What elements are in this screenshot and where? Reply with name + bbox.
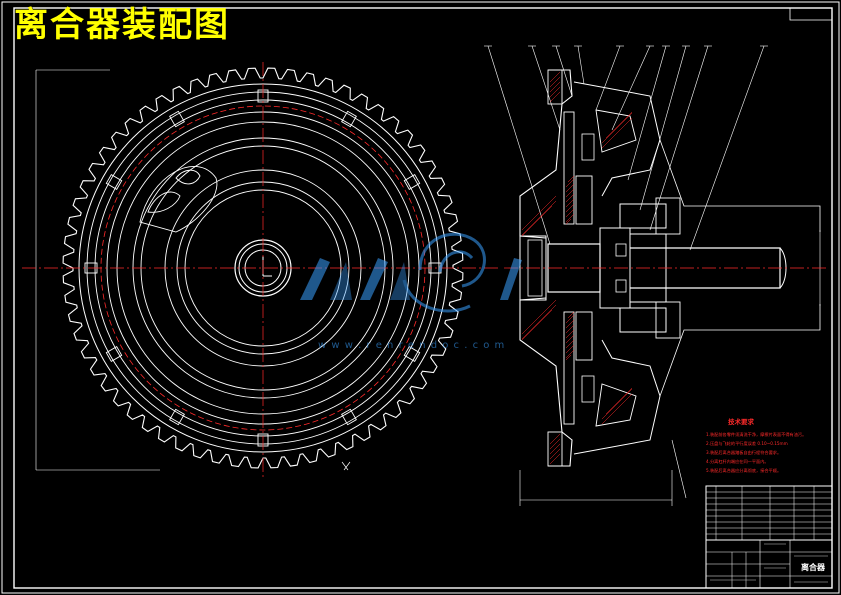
section-hatching xyxy=(521,71,633,465)
front-centerlines xyxy=(22,62,500,478)
notes-line-1: 1.装配前各零件须清洗干净，摩擦片表面不得有油污。 xyxy=(706,431,806,438)
inner-frame xyxy=(13,7,833,589)
notes-panel: 技术要求 1.装配前各零件须清洗干净，摩擦片表面不得有油污。 2.压盘与飞轮的平… xyxy=(706,417,806,474)
notes-line-3: 3.装配后离合器踏板自由行程符合要求。 xyxy=(706,449,781,456)
watermark-site: w w w . r e n r e n d o c . c o m xyxy=(318,340,505,351)
notes-heading: 技术要求 xyxy=(728,417,755,426)
watermark: w w w . r e n r e n d o c . c o m xyxy=(300,232,522,351)
front-view xyxy=(35,67,464,471)
notes-line-2: 2.压盘与飞轮的平行度误差 0.10~0.15mm xyxy=(706,440,788,447)
swirl-logo-icon xyxy=(402,232,486,313)
view-marker xyxy=(341,461,351,471)
title-block xyxy=(705,485,833,589)
section-view xyxy=(484,45,821,506)
drawing-title: 离合器装配图 xyxy=(14,5,230,45)
corner-mark xyxy=(789,8,832,21)
part-name: 离合器 xyxy=(801,562,826,572)
notes-line-4: 4.分离杠杆内端应在同一平面内。 xyxy=(706,458,769,465)
notes-line-5: 5.装配后离合器应分离彻底，接合平顺。 xyxy=(706,467,781,474)
